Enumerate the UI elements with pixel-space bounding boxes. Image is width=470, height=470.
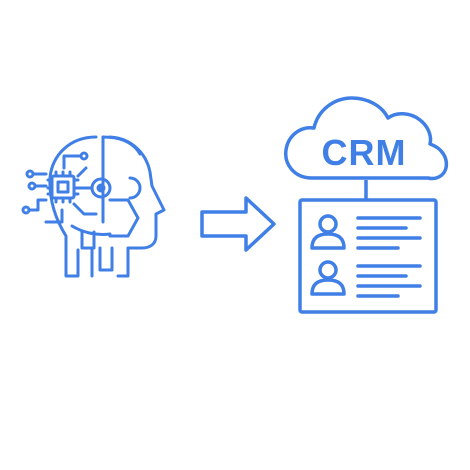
arrow-right-icon [200, 196, 276, 252]
contact-lines [356, 216, 422, 250]
contact-card-icon [298, 198, 438, 314]
person-icon [310, 260, 346, 296]
cloud-icon: CRM [284, 96, 449, 181]
cloud-label: CRM [322, 132, 407, 173]
person-icon [310, 214, 346, 250]
robot-head-icon [21, 135, 166, 278]
contact-lines [356, 264, 422, 298]
